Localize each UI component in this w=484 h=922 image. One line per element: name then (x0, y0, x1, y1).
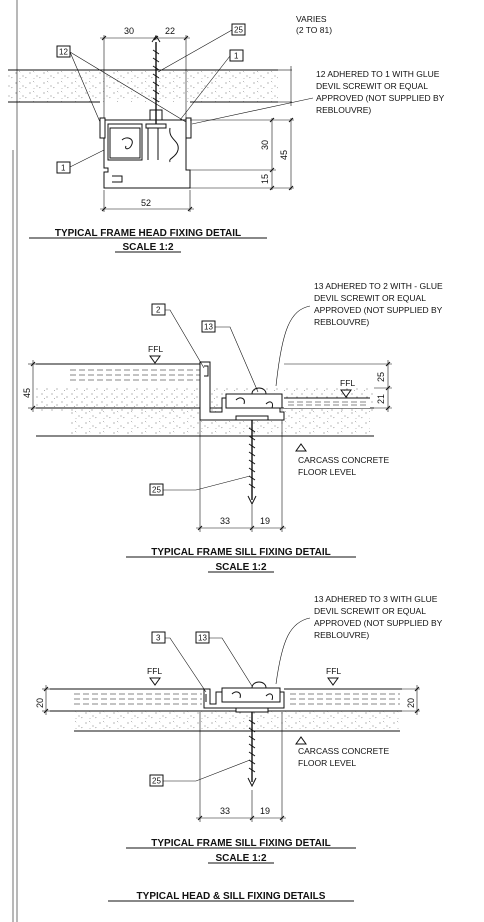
head-dim-right-overall: 45 (279, 150, 289, 160)
head-note-varies-range: (2 TO 81) (296, 25, 332, 35)
sill2-tag-25: 25 (152, 777, 161, 786)
sill2-dim-left: 20 (35, 698, 45, 708)
svg-text:REBLOUVRE): REBLOUVRE) (316, 105, 371, 115)
sill-fixing-detail-2: 20 20 FFL FFL CARCASS CONCRETE FLOOR LEV… (35, 594, 443, 864)
sheet-title: TYPICAL HEAD & SILL FIXING DETAILS (137, 891, 326, 902)
head-tag-1-upper: 1 (234, 52, 239, 61)
sill1-dim-bottom-right: 19 (260, 516, 270, 526)
sill1-title: TYPICAL FRAME SILL FIXING DETAIL (151, 547, 330, 558)
sill1-carcass-line2: FLOOR LEVEL (298, 467, 356, 477)
sill1-tag-13: 13 (204, 323, 213, 332)
svg-text:DEVIL SCREWIT OR EQUAL: DEVIL SCREWIT OR EQUAL (316, 81, 428, 91)
head-dim-top-left: 30 (124, 26, 134, 36)
sill1-scale: SCALE 1:2 (215, 562, 267, 573)
svg-text:REBLOUVRE): REBLOUVRE) (314, 630, 369, 640)
sill1-tag-25: 25 (152, 486, 161, 495)
sill2-carcass-line2: FLOOR LEVEL (298, 758, 356, 768)
head-detail-scale: SCALE 1:2 (122, 242, 174, 253)
svg-text:13 ADHERED TO 3 WITH GLUE: 13 ADHERED TO 3 WITH GLUE (314, 594, 438, 604)
sill2-dim-right: 20 (406, 698, 416, 708)
sill2-ffl-right: FFL (326, 666, 341, 676)
sill1-dim-bottom-left: 33 (220, 516, 230, 526)
svg-text:12 ADHERED TO 1 WITH GLUE: 12 ADHERED TO 1 WITH GLUE (316, 69, 440, 79)
head-slab (8, 70, 278, 102)
head-tag-12: 12 (59, 48, 68, 57)
head-note-varies: VARIES (296, 14, 327, 24)
sill1-dim-right-upper: 25 (376, 372, 386, 382)
svg-text:DEVIL SCREWIT OR EQUAL: DEVIL SCREWIT OR EQUAL (314, 606, 426, 616)
sill2-dim-bottom-left: 33 (220, 806, 230, 816)
head-dim-right-lower: 15 (260, 174, 270, 184)
svg-text:APPROVED (NOT SUPPLIED BY: APPROVED (NOT SUPPLIED BY (314, 305, 443, 315)
head-detail-title: TYPICAL FRAME HEAD FIXING DETAIL (55, 228, 241, 239)
head-tag-1-lower: 1 (61, 164, 66, 173)
head-fixing-detail: 30 22 52 30 45 15 VARIES (2 TO 81) 12 AD… (8, 14, 445, 253)
svg-text:REBLOUVRE): REBLOUVRE) (314, 317, 369, 327)
sill1-dim-right-lower: 21 (376, 394, 386, 404)
sill2-scale: SCALE 1:2 (215, 853, 267, 864)
svg-text:DEVIL SCREWIT OR EQUAL: DEVIL SCREWIT OR EQUAL (314, 293, 426, 303)
head-tag-25: 25 (234, 26, 243, 35)
head-dim-right-upper: 30 (260, 140, 270, 150)
head-dim-top-right: 22 (165, 26, 175, 36)
sill2-ffl-left: FFL (147, 666, 162, 676)
sill1-ffl-left: FFL (148, 344, 163, 354)
sill1-note-block: 13 ADHERED TO 2 WITH - GLUE DEVIL SCREWI… (314, 281, 443, 327)
sill2-title: TYPICAL FRAME SILL FIXING DETAIL (151, 838, 330, 849)
sill1-dim-left: 45 (22, 388, 32, 398)
svg-text:APPROVED (NOT SUPPLIED BY: APPROVED (NOT SUPPLIED BY (314, 618, 443, 628)
sill1-carcass-line1: CARCASS CONCRETE (298, 455, 389, 465)
sill1-ffl-right: FFL (340, 378, 355, 388)
svg-text:13 ADHERED TO 2 WITH - GLUE: 13 ADHERED TO 2 WITH - GLUE (314, 281, 443, 291)
sill2-note-block: 13 ADHERED TO 3 WITH GLUE DEVIL SCREWIT … (314, 594, 443, 640)
sill-fixing-detail-1: 45 FFL FFL 25 21 CARCASS CONCRETE FLOOR … (22, 281, 443, 573)
svg-text:APPROVED (NOT SUPPLIED BY: APPROVED (NOT SUPPLIED BY (316, 93, 445, 103)
head-note-block: 12 ADHERED TO 1 WITH GLUE DEVIL SCREWIT … (316, 69, 445, 115)
sill1-tag-2: 2 (156, 306, 161, 315)
sill2-carcass-line1: CARCASS CONCRETE (298, 746, 389, 756)
head-dim-bottom: 52 (141, 198, 151, 208)
sill2-tag-3: 3 (156, 634, 161, 643)
sill2-tag-13: 13 (198, 634, 207, 643)
sill2-dim-bottom-right: 19 (260, 806, 270, 816)
